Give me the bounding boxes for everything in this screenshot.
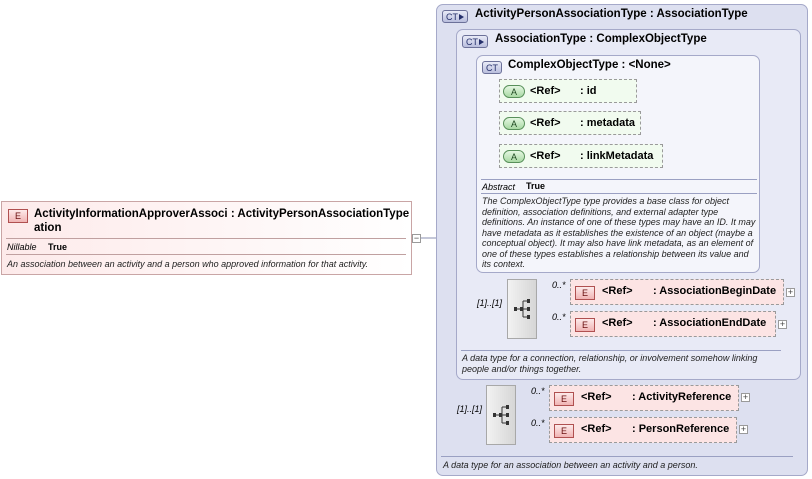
collapse-toggle[interactable]: − — [412, 233, 421, 243]
element-association-end-date[interactable]: E <Ref> : AssociationEndDate — [570, 311, 776, 337]
association-type-description: A data type for a connection, relationsh… — [462, 353, 758, 374]
divider — [481, 179, 757, 180]
attribute-badge-icon: A — [503, 85, 525, 98]
attribute-ref: <Ref> — [530, 117, 561, 129]
attribute-name: : id — [580, 85, 597, 97]
divider — [481, 193, 757, 194]
complex-object-type-title: ComplexObjectType : <None> — [508, 59, 671, 71]
complex-type-badge-icon: CT — [462, 35, 488, 48]
attribute-badge-icon: A — [503, 150, 525, 163]
element-ref: <Ref> — [581, 391, 612, 403]
element-ref: <Ref> — [602, 317, 633, 329]
element-association-begin-date[interactable]: E <Ref> : AssociationBeginDate — [570, 279, 784, 305]
attribute-ref: <Ref> — [530, 150, 561, 162]
root-element-name-wrap: ation — [34, 222, 62, 234]
outer-type-title: ActivityPersonAssociationType : Associat… — [475, 8, 748, 20]
occurs-label: 0..* — [552, 312, 566, 322]
sequence-icon — [514, 299, 530, 319]
attribute-badge-icon: A — [503, 117, 525, 130]
attribute-metadata[interactable]: A <Ref> : metadata — [499, 111, 641, 135]
element-badge-icon: E — [8, 209, 28, 223]
element-person-reference[interactable]: E <Ref> : PersonReference — [549, 417, 737, 443]
divider — [441, 456, 793, 457]
element-badge-icon: E — [575, 318, 595, 332]
divider — [461, 350, 781, 351]
complex-object-type-description: The ComplexObjectType type provides a ba… — [482, 196, 756, 269]
divider — [6, 238, 406, 239]
abstract-value: True — [526, 181, 546, 191]
occurs-label: 0..* — [531, 386, 545, 396]
element-name: : AssociationBeginDate — [653, 285, 777, 297]
root-element-box[interactable]: E ActivityInformationApproverAssoci : Ac… — [1, 201, 412, 275]
occurs-label: 0..* — [552, 280, 566, 290]
sequence-compositor[interactable] — [507, 279, 537, 339]
nillable-label: Nillable — [7, 242, 37, 252]
abstract-label: Abstract — [482, 182, 516, 192]
root-element-name: ActivityInformationApproverAssoci : Acti… — [34, 208, 410, 220]
element-badge-icon: E — [554, 424, 574, 438]
sequence-compositor[interactable] — [486, 385, 516, 445]
element-badge-icon: E — [554, 392, 574, 406]
occurs-label: 0..* — [531, 418, 545, 428]
divider — [6, 254, 406, 255]
element-badge-icon: E — [575, 286, 595, 300]
element-name: : PersonReference — [632, 423, 730, 435]
element-name: : ActivityReference — [632, 391, 732, 403]
nillable-value: True — [48, 242, 68, 252]
attribute-ref: <Ref> — [530, 85, 561, 97]
expand-toggle[interactable]: + — [778, 319, 787, 329]
attribute-link-metadata[interactable]: A <Ref> : linkMetadata — [499, 144, 663, 168]
attribute-name: : linkMetadata — [580, 150, 654, 162]
complex-type-badge-icon: CT — [442, 10, 468, 23]
element-ref: <Ref> — [581, 423, 612, 435]
element-ref: <Ref> — [602, 285, 633, 297]
complex-type-badge-icon: CT — [482, 61, 502, 74]
expand-toggle[interactable]: + — [739, 424, 748, 434]
sequence-multiplicity: [1]..[1] — [457, 404, 483, 414]
element-activity-reference[interactable]: E <Ref> : ActivityReference — [549, 385, 739, 411]
attribute-id[interactable]: A <Ref> : id — [499, 79, 637, 103]
root-element-description: An association between an activity and a… — [7, 259, 369, 269]
attribute-name: : metadata — [580, 117, 636, 129]
expand-toggle[interactable]: + — [741, 392, 750, 402]
element-name: : AssociationEndDate — [653, 317, 767, 329]
sequence-multiplicity: [1]..[1] — [477, 298, 503, 308]
outer-type-description: A data type for an association between a… — [443, 460, 698, 470]
expand-toggle[interactable]: + — [786, 287, 795, 297]
association-type-title: AssociationType : ComplexObjectType — [495, 33, 707, 45]
sequence-icon — [493, 405, 509, 425]
